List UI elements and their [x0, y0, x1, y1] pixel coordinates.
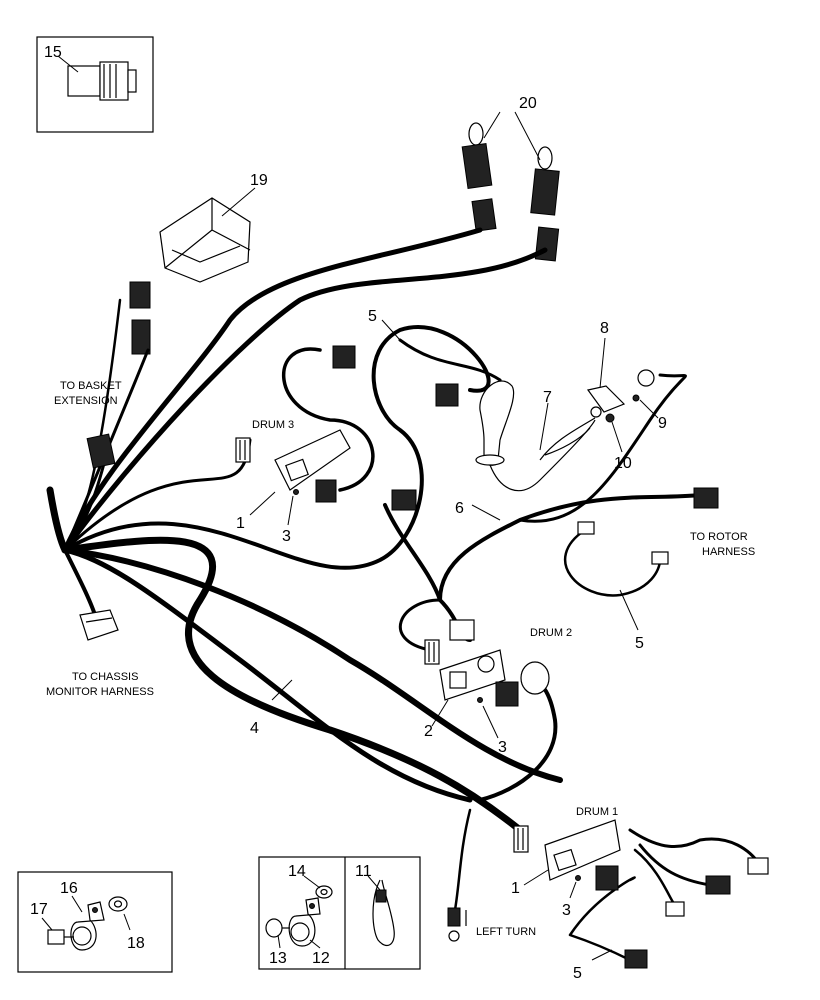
callout-7: 7 [543, 389, 552, 406]
connector-rotor [693, 487, 719, 509]
callout-18: 18 [127, 935, 145, 952]
bolt-17 [47, 929, 74, 945]
joystick-7 [475, 380, 596, 492]
connector-drum1-wire [513, 825, 529, 853]
callout-4: 4 [250, 720, 259, 737]
callout-3-drum1: 3 [562, 902, 571, 919]
callout-14: 14 [288, 863, 306, 880]
detail-box-16-17-18 [17, 871, 173, 973]
caption-basket-line2: EXTENSION [54, 395, 118, 407]
caption-rotor-line2: HARNESS [702, 546, 755, 558]
callout-numbers: 15 20 19 5 8 7 9 10 1 3 6 5 4 2 3 1 3 5 … [30, 44, 667, 982]
nut-14 [315, 885, 333, 899]
bracket-8 [586, 337, 659, 453]
caption-chassis-line2: MONITOR HARNESS [46, 686, 154, 698]
callout-13: 13 [269, 950, 287, 967]
cable-tie-11 [372, 879, 395, 947]
chassis-connector [79, 609, 119, 641]
callout-16: 16 [60, 880, 78, 897]
callout-5-bottom: 5 [573, 965, 582, 982]
caption-drum3: DRUM 3 [252, 419, 294, 431]
connectors-drum1-right [624, 857, 769, 969]
clamp-16 [70, 901, 105, 951]
callout-6: 6 [455, 500, 464, 517]
light-19 [129, 187, 256, 355]
caption-drum2: DRUM 2 [530, 627, 572, 639]
caption-drum1: DRUM 1 [576, 806, 618, 818]
plug-20-left [461, 122, 497, 232]
caption-chassis-line1: TO CHASSIS [72, 671, 138, 683]
callout-9: 9 [658, 415, 667, 432]
caption-rotor-line1: TO ROTOR [690, 531, 748, 543]
callout-5-right: 5 [635, 635, 644, 652]
plug-20-right [530, 146, 560, 262]
nut-18 [108, 896, 128, 912]
callout-15: 15 [44, 44, 62, 61]
bolt-13 [265, 918, 290, 938]
captions: TO BASKET EXTENSION DRUM 3 TO ROTOR HARN… [46, 380, 755, 938]
callout-5-top: 5 [368, 308, 377, 325]
callout-19: 19 [250, 172, 268, 189]
plug-20 [461, 111, 560, 262]
switch-bracket-drum1 [523, 819, 621, 899]
callout-20: 20 [519, 95, 537, 112]
callout-3-drum2: 3 [498, 739, 507, 756]
connector-5-top [332, 345, 459, 407]
detail-box-11-14 [258, 856, 421, 970]
clamp-12 [288, 897, 321, 947]
caption-basket-line1: TO BASKET [60, 380, 122, 392]
main-harness-4 [46, 227, 762, 962]
callout-2: 2 [424, 723, 433, 740]
connector-drum3-wire [235, 437, 251, 463]
callout-11: 11 [355, 863, 372, 880]
callout-12: 12 [312, 950, 330, 967]
detail-box-15 [36, 36, 154, 133]
connector-terminal-15 [67, 61, 137, 101]
callout-leaders [271, 319, 639, 961]
callout-8: 8 [600, 320, 609, 337]
basket-connector [86, 433, 116, 469]
left-turn-lamp [447, 907, 467, 942]
caption-left-turn: LEFT TURN [476, 926, 536, 938]
connector-mid-left [391, 489, 417, 511]
callout-3-drum3: 3 [282, 528, 291, 545]
connector-small-a [577, 521, 669, 565]
callout-17: 17 [30, 901, 48, 918]
callout-10: 10 [614, 455, 632, 472]
connector-drum2-wire [424, 639, 440, 665]
callout-1-drum3: 1 [236, 515, 245, 532]
switch-bracket-drum2 [431, 619, 550, 739]
callout-1-drum1: 1 [511, 880, 520, 897]
switch-bracket-drum3 [249, 429, 351, 526]
